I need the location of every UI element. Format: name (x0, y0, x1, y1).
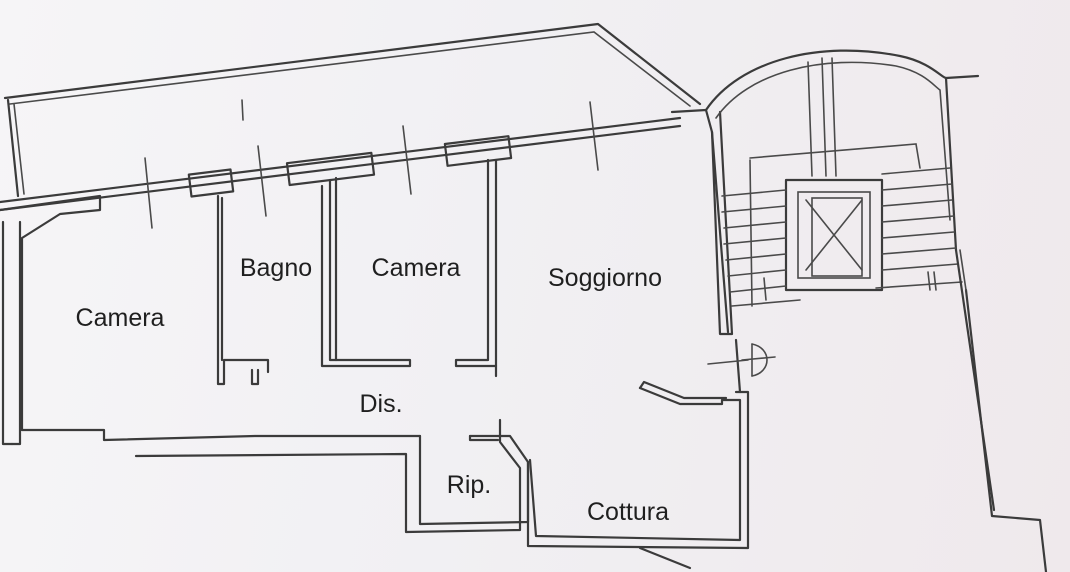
room-label-camera-center: Camera (372, 254, 461, 282)
living-walls (670, 108, 749, 394)
stairwell (704, 49, 980, 307)
room-label-rip: Rip. (447, 471, 491, 499)
entrance-door (741, 343, 776, 377)
kitchen-walls (526, 380, 750, 570)
room-label-camera-left: Camera (76, 304, 165, 332)
room-label-dis: Dis. (359, 390, 402, 418)
room-label-cottura: Cottura (587, 498, 669, 526)
landing-walls (954, 248, 1048, 572)
window-marks (144, 99, 599, 229)
bathroom-walls (216, 178, 412, 386)
room-label-bagno: Bagno (240, 254, 312, 282)
facade-wall (0, 116, 682, 432)
left-walls (1, 220, 422, 446)
bedroom-center-walls (334, 158, 498, 378)
room-label-soggiorno: Soggiorno (548, 264, 662, 292)
balcony (3, 22, 702, 198)
